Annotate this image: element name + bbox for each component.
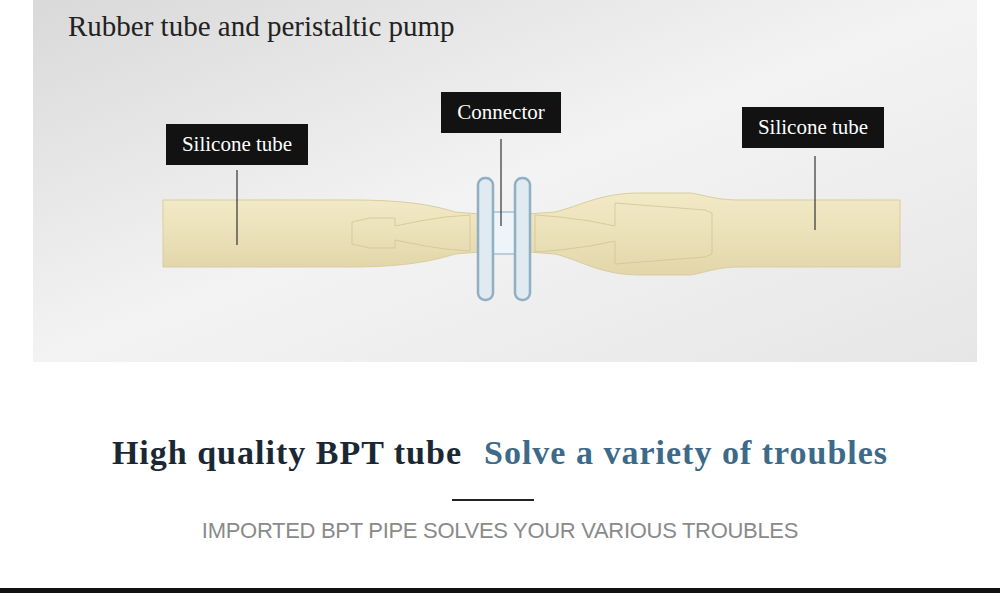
- callout-label: Connector: [457, 100, 544, 125]
- leader-line: [500, 139, 501, 226]
- subheading-row: IMPORTED BPT PIPE SOLVES YOUR VARIOUS TR…: [0, 518, 1000, 544]
- silicone-tube: [528, 193, 900, 275]
- callout-label: Silicone tube: [182, 132, 292, 157]
- title: Rubber tube and peristaltic pump: [68, 10, 455, 43]
- heading-text: Solve a variety of troubles: [484, 434, 888, 471]
- heading-row: High quality BPT tube Solve a variety of …: [0, 434, 1000, 472]
- divider-line: [452, 499, 534, 501]
- callout-box: Silicone tube: [166, 124, 308, 165]
- heading-text: High quality BPT tube: [112, 434, 462, 471]
- hose-barb: [535, 203, 712, 264]
- callout-box: Connector: [441, 92, 560, 133]
- connector-flange: [515, 178, 530, 300]
- hose-barb: [352, 215, 470, 251]
- callout-label: Silicone tube: [758, 115, 868, 140]
- background-panel: [33, 0, 977, 362]
- bottom-bar: [0, 588, 1000, 593]
- leader-line: [814, 156, 815, 230]
- callout-box: Silicone tube: [742, 107, 884, 148]
- silicone-tube: [163, 200, 480, 267]
- subheading-text: IMPORTED BPT PIPE SOLVES YOUR VARIOUS TR…: [202, 518, 798, 543]
- leader-line: [236, 170, 237, 245]
- connector-flange: [478, 178, 493, 300]
